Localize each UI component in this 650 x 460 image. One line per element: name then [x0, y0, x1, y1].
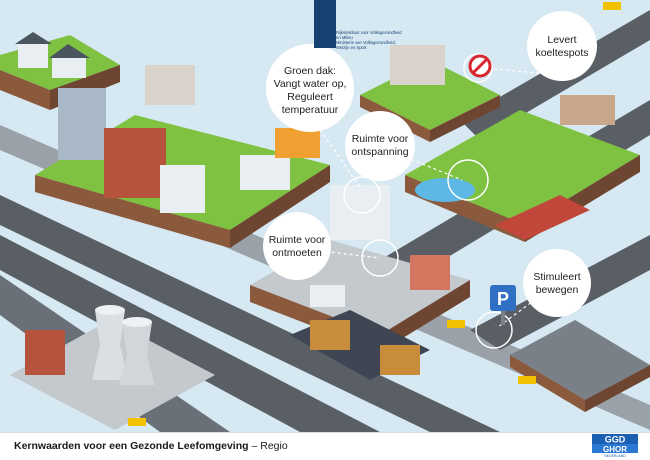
callout-levert-line1: Levert	[547, 34, 576, 46]
tile-parking	[510, 320, 650, 412]
callout-ontspanning-line1: Ruimte voor	[352, 133, 409, 145]
tile-park	[405, 95, 640, 242]
callout-ontspanning: Ruimte voor ontspanning	[345, 111, 415, 181]
callout-groen-dak-line1: Groen dak:	[284, 65, 336, 77]
callout-groen-dak-line3: Reguleert	[287, 91, 333, 103]
tile-power-plant	[10, 305, 215, 430]
parking-sign-label: P	[497, 289, 509, 309]
callout-groen-dak-line2: Vangt water op,	[274, 78, 347, 90]
tile-flats	[35, 65, 330, 248]
callout-ontspanning-line2: ontspanning	[351, 146, 408, 158]
callout-ontmoeten-line1: Ruimte voor	[269, 234, 326, 246]
footer-title: Kernwaarden voor een Gezonde Leefomgevin…	[14, 440, 288, 452]
footer: Kernwaarden voor een Gezonde Leefomgevin…	[0, 432, 650, 460]
callout-levert-koeltespots: Levert koeltespots	[527, 11, 597, 81]
logo-sub: NEDERLAND	[604, 454, 626, 458]
ggd-ghor-logo: GGD GHOR NEDERLAND	[592, 434, 638, 458]
callout-ontmoeten-line2: ontmoeten	[272, 247, 322, 259]
city-illustration: Groen dak: Vangt water op, Reguleert tem…	[0, 0, 650, 432]
footer-title-bold: Kernwaarden voor een Gezonde Leefomgevin…	[14, 440, 249, 452]
callout-groen-dak-line4: temperatuur	[282, 104, 339, 116]
logo-top: GGD	[605, 435, 626, 445]
callout-ontmoeten: Ruimte voor ontmoeten	[263, 212, 331, 280]
ministry-line-3: Ministerie van Volksgezondheid,	[336, 40, 396, 45]
parking-sign: P	[490, 285, 516, 325]
callout-rings	[343, 53, 513, 349]
tile-station	[290, 310, 430, 380]
ministry-line-1: Rijksinstituut voor Volksgezondheid	[336, 30, 402, 35]
tile-playground	[360, 45, 500, 142]
callout-bewegen: Stimuleert bewegen	[523, 249, 591, 317]
callout-levert-line2: koeltespots	[535, 47, 588, 59]
ministry-line-2: en Milieu	[336, 35, 353, 40]
footer-title-rest: – Regio	[248, 440, 288, 452]
no-smoking-icon	[468, 54, 492, 78]
callout-groen-dak: Groen dak: Vangt water op, Reguleert tem…	[266, 44, 354, 132]
ministry-line-4: Welzijn en Sport	[336, 45, 367, 50]
callout-bewegen-line2: bewegen	[536, 284, 579, 296]
ministry-logo: Rijksinstituut voor Volksgezondheid en M…	[314, 0, 454, 50]
vehicles	[128, 2, 621, 426]
logo-bottom: GHOR	[603, 445, 627, 454]
callout-bewegen-line1: Stimuleert	[533, 271, 580, 283]
ministry-logo-bar	[314, 0, 336, 48]
